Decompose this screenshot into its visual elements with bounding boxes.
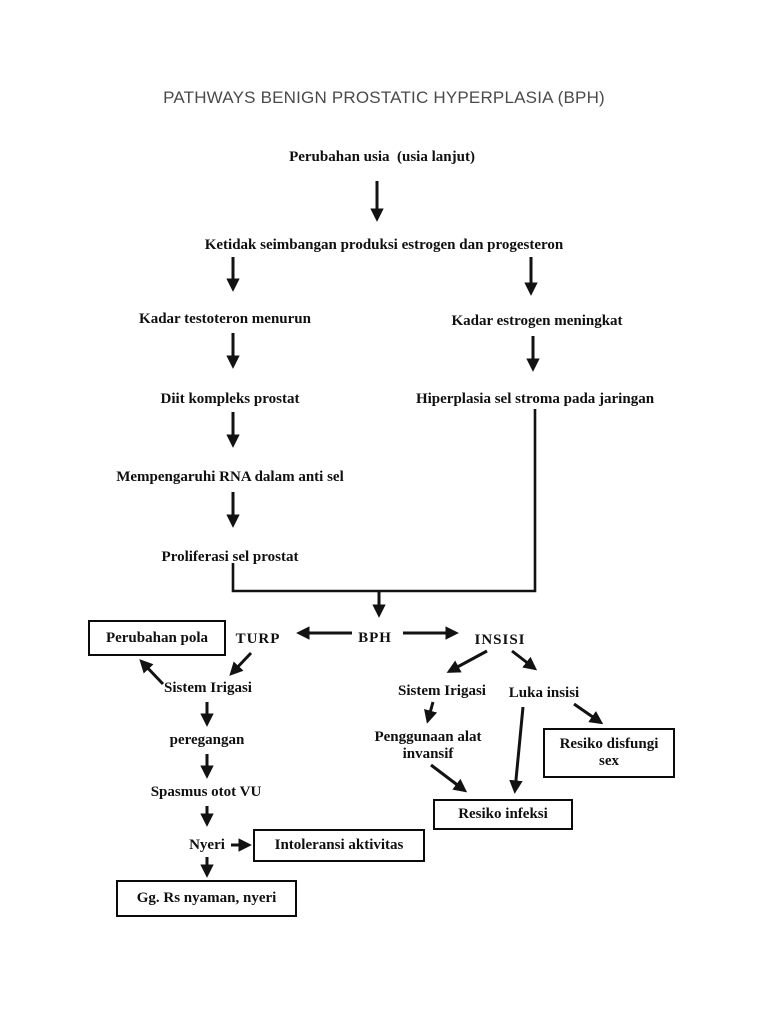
diagram-title: PATHWAYS BENIGN PROSTATIC HYPERPLASIA (B… [163,88,605,107]
box-resiko-infeksi-label: Resiko infeksi [458,806,548,822]
arrow-insisi-to-sistem-irigasi-kanan [446,649,488,673]
connector-proliferasi-hiperplasia-join [231,409,537,593]
node-hiperplasia: Hiperplasia sel stroma pada jaringan [415,391,655,407]
arrow-turp-to-sistem-irigasi-kiri [229,651,253,676]
node-luka-insisi: Luka insisi [508,685,580,701]
node-ketidak-seimbangan: Ketidak seimbangan produksi estrogen dan… [204,237,564,253]
arrow-insisi-to-luka-insisi [511,649,538,671]
box-resiko-infeksi: Resiko infeksi [433,799,573,830]
node-proliferasi: Proliferasi sel prostat [161,549,299,565]
node-perubahan-usia: Perubahan usia (usia lanjut) [289,149,475,165]
node-kadar-estrogen: Kadar estrogen meningkat [451,313,623,329]
node-kadar-testoteron: Kadar testoteron menurun [139,311,311,327]
box-resiko-disfungi-label: Resiko disfungi sex [559,736,659,769]
box-gg-rs-nyaman-label: Gg. Rs nyaman, nyeri [136,890,277,906]
node-insisi: INSISI [474,632,526,648]
box-gg-rs-nyaman: Gg. Rs nyaman, nyeri [116,880,297,917]
arrow-luka-insisi-to-resiko-infeksi [509,706,525,794]
box-resiko-disfungi: Resiko disfungi sex [543,728,675,778]
arrow-sistem-irigasi-kiri-to-perubahan-pola [139,659,165,686]
node-sistem-irigasi-kiri: Sistem Irigasi [164,680,252,696]
node-spasmus-otot-vu: Spasmus otot VU [150,784,262,800]
node-mempengaruhi-rna: Mempengaruhi RNA dalam anti sel [116,469,344,485]
arrow-sistem-irigasi-kanan-to-penggunaan-alat [424,701,438,724]
box-intoleransi-aktivitas: Intoleransi aktivitas [253,829,425,862]
arrow-penggunaan-alat-to-resiko-infeksi [430,763,468,793]
node-bph: BPH [358,630,392,646]
box-intoleransi-aktivitas-label: Intoleransi aktivitas [274,837,404,853]
node-peregangan: peregangan [169,732,245,748]
node-diit-kompleks: Diit kompleks prostat [160,391,300,407]
box-perubahan-pola-label: Perubahan pola [105,629,209,646]
node-nyeri: Nyeri [189,837,225,853]
box-perubahan-pola: Perubahan pola [88,620,226,656]
node-penggunaan-alat: Penggunaan alat invansif [374,729,482,762]
arrow-luka-insisi-to-resiko-disfungi [573,702,604,725]
node-turp: TURP [235,631,281,647]
node-sistem-irigasi-kanan: Sistem Irigasi [398,683,486,699]
